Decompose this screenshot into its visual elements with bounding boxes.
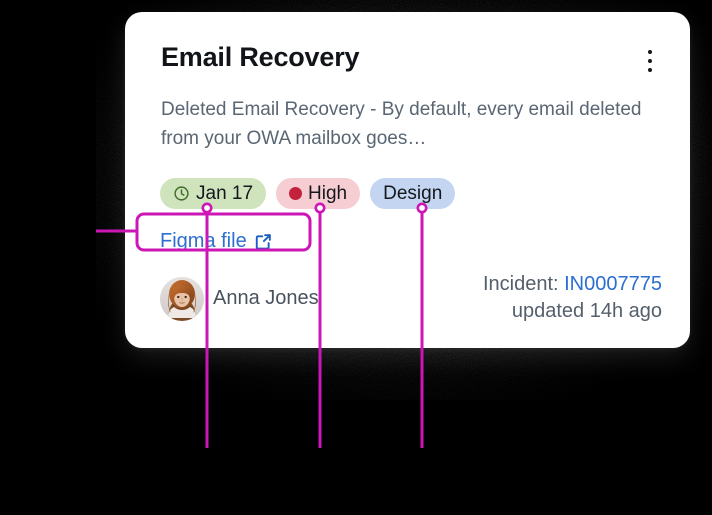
card-description: Deleted Email Recovery - By default, eve…	[161, 99, 642, 149]
badge-tag-label: Design	[383, 182, 443, 204]
kebab-dot	[648, 50, 652, 54]
badge-tag[interactable]: Design	[370, 178, 456, 209]
incident-updated: updated 14h ago	[511, 300, 662, 322]
external-link-icon	[255, 234, 271, 250]
dot-icon	[289, 187, 303, 200]
kebab-menu-icon[interactable]	[639, 50, 661, 78]
avatar-image	[160, 277, 204, 321]
author-name: Anna Jones	[213, 287, 319, 309]
badge-row: Jan 17 High Design	[160, 178, 456, 209]
badge-due-date[interactable]: Jan 17	[160, 178, 267, 209]
kebab-dot	[648, 68, 652, 72]
clock-icon	[174, 186, 189, 201]
badge-priority-label: High	[308, 182, 348, 204]
badge-due-date-label: Jan 17	[196, 182, 254, 204]
incident-info: Incident: IN0007775 updated 14h ago	[483, 271, 662, 325]
figma-file-link[interactable]: Figma file	[160, 230, 273, 253]
figma-file-link-label: Figma file	[160, 230, 247, 252]
task-card[interactable]: Email Recovery Deleted Email Recovery - …	[125, 12, 690, 348]
incident-prefix: Incident:	[482, 273, 559, 295]
incident-id[interactable]: IN0007775	[564, 273, 662, 295]
page-title: Email Recovery	[161, 42, 360, 72]
kebab-dot	[648, 59, 652, 63]
avatar[interactable]	[160, 277, 204, 321]
badge-priority[interactable]: High	[276, 178, 361, 209]
